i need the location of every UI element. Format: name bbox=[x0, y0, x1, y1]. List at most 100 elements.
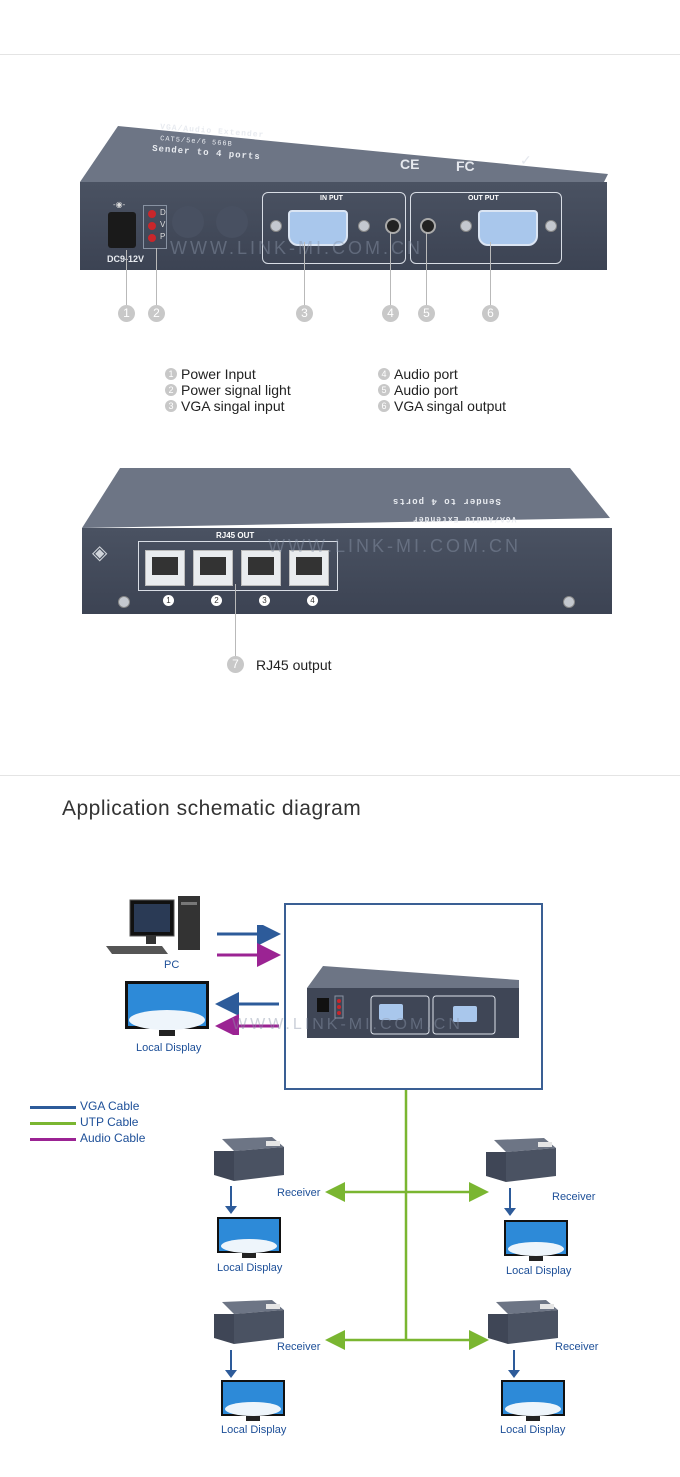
callout-line bbox=[426, 232, 427, 305]
local-display-label: Local Display bbox=[136, 1042, 202, 1054]
receiver-label: Receiver bbox=[555, 1341, 599, 1353]
led-letter-p: P bbox=[160, 232, 166, 241]
utp-cable-label: UTP Cable bbox=[80, 1115, 139, 1129]
callout-line bbox=[490, 242, 491, 305]
led-letter-v: V bbox=[160, 220, 166, 229]
receiver-label: Receiver bbox=[277, 1341, 321, 1353]
vga-cable-label: VGA Cable bbox=[80, 1099, 140, 1113]
legend-item: 3 VGA singal input bbox=[165, 398, 285, 414]
top-divider bbox=[0, 54, 680, 55]
screw-icon bbox=[118, 596, 130, 608]
led-letter-d: D bbox=[160, 208, 166, 217]
audio-cable-swatch bbox=[30, 1138, 76, 1141]
port-number: 2 bbox=[211, 595, 222, 606]
sender-device-icon bbox=[307, 966, 519, 1038]
screw-icon bbox=[545, 220, 557, 232]
utp-lines bbox=[325, 1090, 489, 1350]
rj45-port-4 bbox=[289, 550, 329, 586]
callout-line bbox=[390, 232, 391, 305]
port-number: 4 bbox=[307, 595, 318, 606]
rj45-port-1 bbox=[145, 550, 185, 586]
local-display-label: Local Display bbox=[221, 1424, 287, 1436]
device-top-surface bbox=[80, 126, 608, 184]
led-d bbox=[148, 210, 156, 218]
knockout-2 bbox=[216, 206, 248, 238]
rj45-port-2 bbox=[193, 550, 233, 586]
receiver-icon bbox=[486, 1138, 556, 1182]
receiver-icon bbox=[214, 1137, 284, 1181]
led-p bbox=[148, 234, 156, 242]
vga-input-port bbox=[288, 210, 348, 246]
rj45-output-label: RJ45 output bbox=[256, 657, 332, 673]
callout-7: 7 bbox=[227, 656, 244, 673]
legend-item: 6 VGA singal output bbox=[378, 398, 506, 414]
fc-mark-icon: FC bbox=[456, 158, 475, 174]
callout-6: 6 bbox=[482, 305, 499, 322]
device-title-inverted: VGA/Audio Extender bbox=[412, 514, 517, 523]
input-port-group bbox=[262, 192, 406, 264]
led-v bbox=[148, 222, 156, 230]
display-icon bbox=[125, 981, 209, 1036]
callout-5: 5 bbox=[418, 305, 435, 322]
local-display-label: Local Display bbox=[217, 1262, 283, 1274]
input-label: IN PUT bbox=[320, 195, 343, 202]
rj45-label: RJ45 OUT bbox=[216, 531, 255, 540]
down-arrow-icon bbox=[225, 1186, 237, 1214]
section-title: Application schematic diagram bbox=[62, 797, 362, 820]
watermark: WWW.LINK-MI.COM.CN bbox=[232, 1016, 463, 1033]
down-arrow-icon bbox=[508, 1350, 520, 1378]
callout-line bbox=[235, 584, 236, 656]
callout-line bbox=[304, 242, 305, 305]
display-icon bbox=[221, 1380, 285, 1421]
legend-label: Audio port bbox=[394, 382, 458, 398]
down-arrow-icon bbox=[225, 1350, 237, 1378]
port-number: 1 bbox=[163, 595, 174, 606]
device-back-top-surface bbox=[82, 468, 610, 528]
legend-number: 6 bbox=[378, 400, 390, 412]
screw-icon bbox=[563, 596, 575, 608]
legend-number: 3 bbox=[165, 400, 177, 412]
pc-label: PC bbox=[164, 959, 180, 971]
rj45-port-group bbox=[138, 541, 338, 591]
callout-line bbox=[126, 250, 127, 305]
screw-icon bbox=[358, 220, 370, 232]
power-jack bbox=[108, 212, 136, 248]
vga-cable-swatch bbox=[30, 1106, 76, 1109]
callout-1: 1 bbox=[118, 305, 135, 322]
section-divider bbox=[0, 775, 680, 776]
signal-arrows bbox=[215, 925, 281, 1035]
utp-cable-swatch bbox=[30, 1122, 76, 1125]
audio-out-jack bbox=[420, 218, 436, 234]
local-display-label: Local Display bbox=[500, 1424, 566, 1436]
polarity-icon: -◉- bbox=[113, 200, 126, 209]
down-arrow-icon bbox=[504, 1188, 516, 1216]
legend-number: 5 bbox=[378, 384, 390, 396]
power-label: DC9-12V bbox=[107, 254, 144, 264]
receiver-label: Receiver bbox=[552, 1191, 596, 1203]
knockout-1 bbox=[172, 206, 204, 238]
legend-label: Power Input bbox=[181, 366, 256, 382]
callout-2: 2 bbox=[148, 305, 165, 322]
display-icon bbox=[501, 1380, 565, 1421]
legend-label: VGA singal output bbox=[394, 398, 507, 414]
device-model-inverted: Sender to 4 ports bbox=[392, 496, 501, 506]
legend-label: VGA singal input bbox=[181, 398, 285, 414]
port-number: 3 bbox=[259, 595, 270, 606]
audio-in-jack bbox=[385, 218, 401, 234]
receiver-icon bbox=[488, 1300, 558, 1344]
legend-item: 4 Audio port bbox=[378, 366, 458, 382]
display-icon bbox=[504, 1220, 568, 1261]
rj45-port-3 bbox=[241, 550, 281, 586]
legend-label: Power signal light bbox=[181, 382, 291, 398]
receiver-icon bbox=[214, 1300, 284, 1344]
legend-number: 2 bbox=[165, 384, 177, 396]
display-icon bbox=[217, 1217, 281, 1258]
callout-3: 3 bbox=[296, 305, 313, 322]
output-label: OUT PUT bbox=[468, 195, 499, 202]
watermark: WWW.LINK-MI.COM.CN bbox=[170, 238, 423, 258]
screw-icon bbox=[270, 220, 282, 232]
output-port-group bbox=[410, 192, 562, 264]
legend-item: 5 Audio port bbox=[378, 382, 458, 398]
legend-item: 2 Power signal light bbox=[165, 382, 291, 398]
watermark: WWW.LINK-MI.COM.CN bbox=[268, 536, 521, 556]
